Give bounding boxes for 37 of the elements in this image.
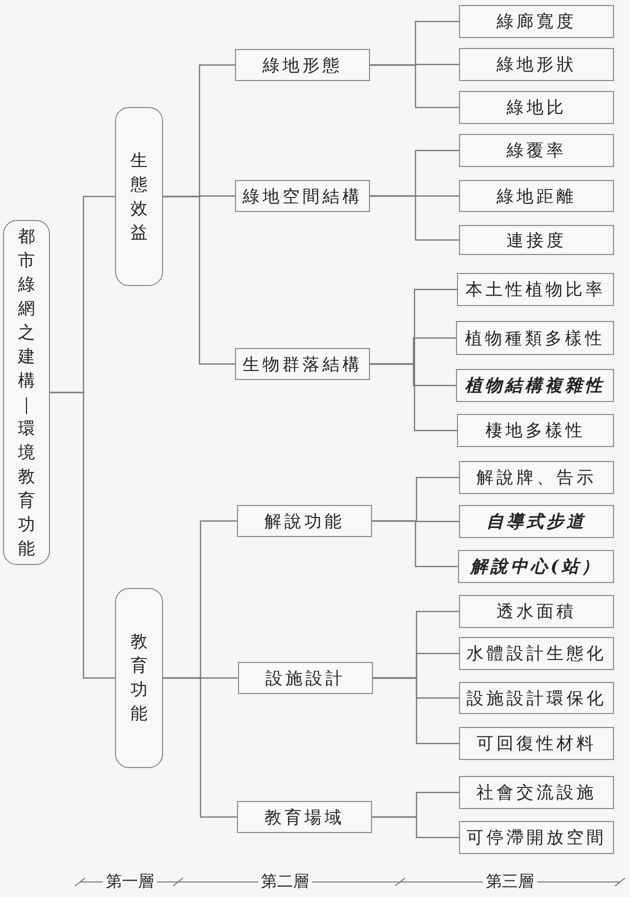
item-box: 自導式步道 [459, 505, 614, 538]
item-box: 綠地比 [459, 91, 614, 124]
category-box: 生態效益 [115, 107, 163, 286]
item-box: 植物種類多樣性 [456, 321, 614, 355]
connector-line [163, 196, 235, 365]
connector-line [370, 363, 457, 432]
connector-line [163, 677, 237, 818]
connector-line [370, 195, 459, 241]
connector-line [50, 392, 115, 679]
item-box: 綠覆率 [459, 134, 614, 167]
category-box: 都市綠網之建構｜環境教育功能 [3, 220, 50, 565]
sub-category-box: 設施設計 [238, 662, 373, 694]
item-box: 植物結構複雜性 [456, 369, 614, 402]
item-box: 設施設計環保化 [459, 682, 614, 714]
connector-line [373, 677, 459, 744]
item-box: 可停滯開放空間 [459, 821, 614, 854]
item-box: 本土性植物比率 [457, 273, 614, 306]
connector-line [372, 520, 458, 568]
sub-category-box: 生物群落結構 [235, 348, 370, 380]
item-box: 解說中心(站） [458, 550, 614, 583]
connector-line [372, 816, 459, 838]
item-box: 透水面積 [459, 595, 614, 628]
item-box: 解說牌、告示 [459, 461, 614, 494]
item-box: 棲地多樣性 [457, 414, 614, 447]
sub-category-box: 教育場域 [237, 801, 372, 833]
item-box: 可回復性材料 [459, 727, 614, 760]
item-box: 水體設計生態化 [459, 637, 614, 670]
connector-line [370, 64, 459, 108]
item-box: 連接度 [459, 225, 614, 255]
item-box: 綠地形狀 [459, 48, 614, 81]
item-box: 綠廊寬度 [459, 5, 614, 38]
sub-category-box: 解說功能 [237, 505, 372, 537]
item-box: 社會交流設施 [459, 776, 614, 809]
item-box: 綠地距離 [459, 180, 614, 212]
sub-category-box: 綠地空間結構 [235, 180, 370, 212]
category-box: 教育功能 [115, 588, 163, 768]
sub-category-box: 綠地形態 [235, 49, 370, 81]
